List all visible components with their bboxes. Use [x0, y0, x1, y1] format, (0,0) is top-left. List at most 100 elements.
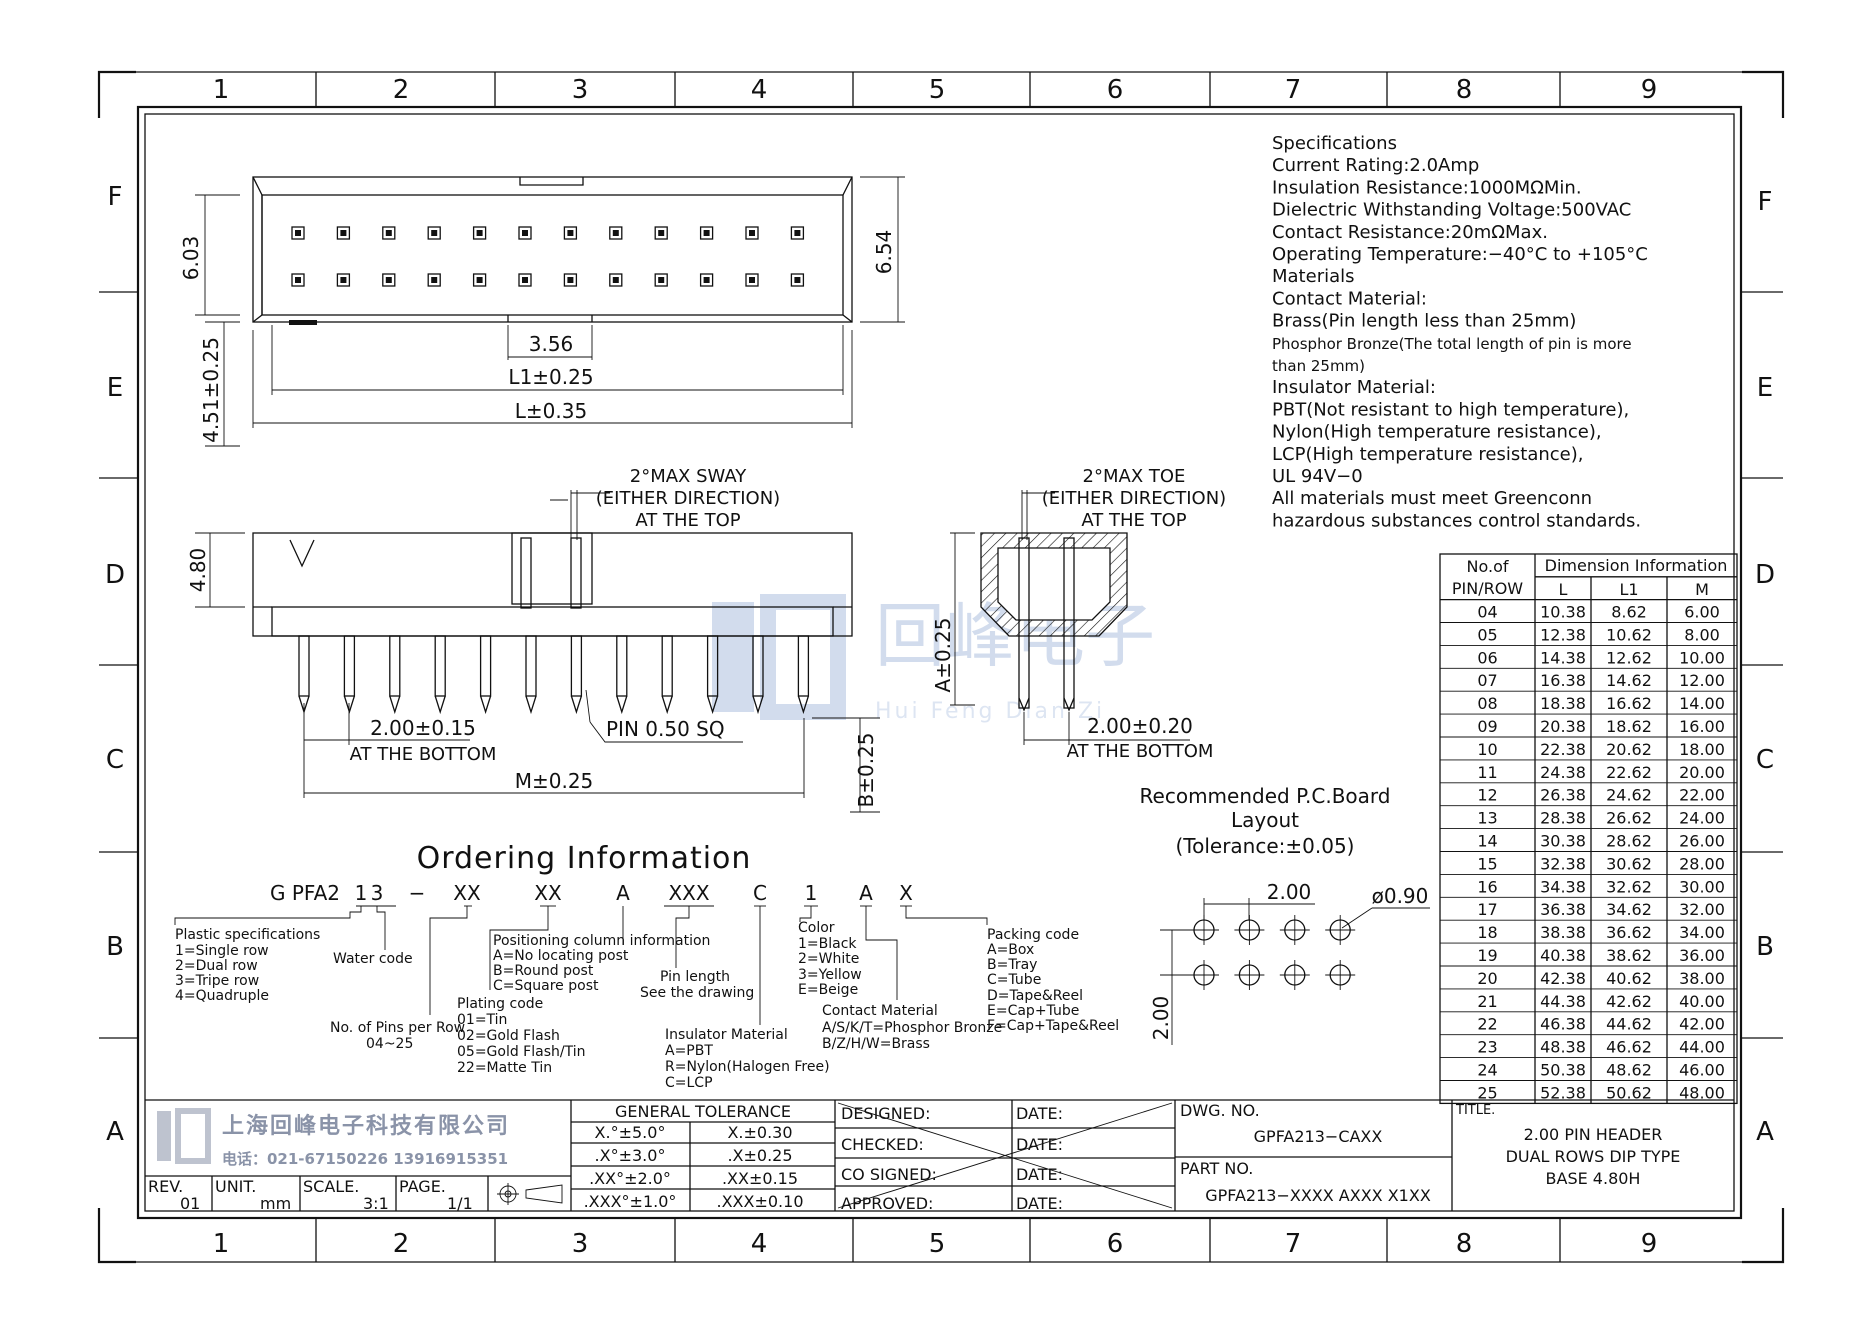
rev-value: 01: [180, 1194, 200, 1213]
order-code-segment: A: [859, 881, 873, 905]
table-cell: 44.62: [1606, 1015, 1652, 1034]
pcb-hole: [1234, 960, 1265, 990]
spec-line: Phosphor Bronze(The total length of pin …: [1272, 335, 1632, 353]
table-cell: 12.62: [1606, 648, 1652, 667]
order-code-segment: 3: [371, 881, 384, 905]
date-label-4: DATE:: [1016, 1194, 1063, 1213]
col-8: 8: [1456, 1229, 1473, 1259]
plating-0: Plating code: [457, 996, 543, 1012]
table-cell: 14: [1477, 832, 1497, 851]
color-4: E=Beige: [798, 982, 858, 998]
table-header-pins: No.of: [1467, 557, 1509, 576]
spec-line: Contact Resistance:20mΩMax.: [1272, 222, 1548, 243]
housing-pin: [570, 537, 582, 609]
pcb-hole: [1325, 915, 1356, 945]
water-code: Water code: [333, 951, 413, 967]
side-pin: [570, 635, 583, 715]
pcb-layout: Recommended P.C.Board Layout (Tolerance:…: [1140, 784, 1430, 1045]
table-cell: 8.00: [1684, 625, 1720, 644]
spec-line: All materials must meet Greenconn: [1272, 488, 1592, 509]
dim-4-80: 4.80: [186, 548, 210, 593]
row-E: E: [107, 373, 123, 403]
pin-length-1: See the drawing: [640, 985, 754, 1001]
col-3: 3: [572, 75, 589, 105]
table-cell: 11: [1477, 763, 1497, 782]
role-checked: CHECKED:: [841, 1135, 924, 1154]
color-1: 1=Black: [798, 936, 857, 952]
date-label-2: DATE:: [1016, 1135, 1063, 1154]
table-cell: 14.38: [1540, 648, 1586, 667]
row-B: B: [106, 932, 124, 962]
table-cell: 12: [1477, 786, 1497, 805]
row-F: F: [1758, 187, 1773, 217]
table-cell: 46.00: [1679, 1061, 1725, 1080]
plastic-1: 1=Single row: [175, 943, 269, 959]
table-cell: 22: [1477, 1015, 1497, 1034]
table-cell: 30.38: [1540, 832, 1586, 851]
table-cell: 26.62: [1606, 809, 1652, 828]
col-5: 5: [929, 1229, 946, 1259]
table-cell: 16.00: [1679, 717, 1725, 736]
row-A: A: [1756, 1117, 1774, 1147]
table-cell: 28.00: [1679, 854, 1725, 873]
table-cell: 19: [1477, 946, 1497, 965]
table-col-header: L: [1559, 580, 1568, 599]
positioning-2: B=Round post: [493, 963, 594, 979]
row-F: F: [108, 182, 123, 212]
sway-label-2: (EITHER DIRECTION): [596, 488, 780, 509]
table-cell: 10: [1477, 740, 1497, 759]
pcb-title-1: Recommended P.C.Board: [1140, 784, 1391, 808]
positioning-1: A=No locating post: [493, 948, 629, 964]
pin-square: [382, 273, 396, 287]
order-code-segment: 1: [355, 881, 368, 905]
packing-6: F=Cap+Tape&Reel: [987, 1018, 1119, 1034]
tol-angle-1: .X°±3.0°: [595, 1146, 666, 1165]
end-pitch-note: AT THE BOTTOM: [1067, 741, 1214, 762]
dim-3-56: 3.56: [529, 332, 574, 356]
spec-line: than 25mm): [1272, 357, 1365, 375]
pin-square: [518, 273, 532, 287]
pin-square: [382, 226, 396, 240]
table-cell: 16.62: [1606, 694, 1652, 713]
table-cell: 09: [1477, 717, 1497, 736]
pin-square: [427, 273, 441, 287]
table-cell: 44.00: [1679, 1038, 1725, 1057]
tol-linear-3: .XXX±0.10: [717, 1192, 804, 1211]
table-col-header: M: [1695, 580, 1709, 599]
pin-square: [609, 226, 623, 240]
end-view: 2°MAX TOE (EITHER DIRECTION) AT THE TOP …: [931, 466, 1226, 762]
col-9: 9: [1641, 75, 1658, 105]
pin-square: [427, 226, 441, 240]
pin-square: [654, 273, 668, 287]
col-2: 2: [393, 75, 410, 105]
table-cell: 15: [1477, 854, 1497, 873]
table-cell: 50.62: [1606, 1083, 1652, 1102]
row-B: B: [1756, 932, 1774, 962]
spec-line: PBT(Not resistant to high temperature),: [1272, 399, 1629, 420]
col-6: 6: [1107, 1229, 1124, 1259]
toe-label-3: AT THE TOP: [1081, 510, 1186, 531]
table-cell: 36.38: [1540, 900, 1586, 919]
dim-l1: L1±0.25: [508, 365, 593, 389]
pitch-note: AT THE BOTTOM: [350, 744, 497, 765]
packing-5: E=Cap+Tube: [987, 1003, 1079, 1019]
drawing-frame: [97, 70, 1785, 1264]
table-cell: 26.38: [1540, 786, 1586, 805]
column-labels-bottom: 1 2 3 4 5 6 7 8 9: [213, 1229, 1658, 1259]
pin-square: [472, 273, 487, 287]
table-cell: 24: [1477, 1061, 1497, 1080]
spec-line: Insulation Resistance:1000MΩMin.: [1272, 177, 1582, 198]
table-cell: 18: [1477, 923, 1497, 942]
spec-line: Operating Temperature:−40°C to +105°C: [1272, 244, 1648, 265]
role-approved: APPROVED:: [841, 1194, 933, 1213]
watermark-en: Hui Feng Dian Zi: [875, 699, 1105, 724]
tol-angle-0: X.°±5.0°: [595, 1123, 666, 1142]
pin-square: [745, 226, 759, 240]
dim-b: B±0.25: [854, 732, 878, 807]
col-9: 9: [1641, 1229, 1658, 1259]
order-code-segment: X: [899, 881, 913, 905]
dim-pitch-end: 2.00±0.20: [1087, 714, 1193, 738]
pcb-pitch-h: 2.00: [1267, 880, 1312, 904]
spec-line: LCP(High temperature resistance),: [1272, 444, 1583, 465]
